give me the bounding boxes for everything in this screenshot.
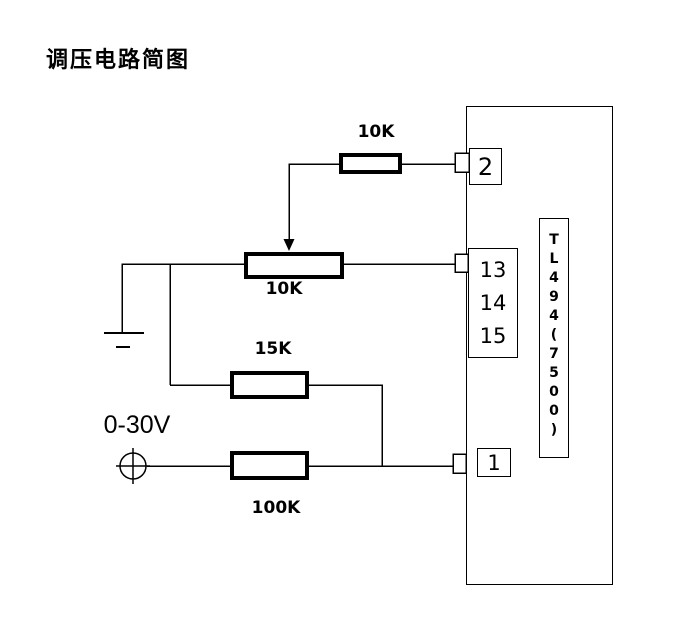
input-terminal-icon (116, 448, 150, 484)
pin-14-number: 14 (479, 291, 507, 315)
resistor-10k-top-label: 10K (357, 122, 395, 142)
wire-pot-to-ground (121, 263, 244, 332)
potentiometer-10k (244, 252, 344, 279)
diagram-title: 调压电路简图 (46, 48, 191, 73)
resistor-15k (230, 371, 309, 399)
pin-group-box: 13 14 15 (468, 248, 518, 358)
wire-15k-to-bottom (309, 384, 383, 466)
input-voltage-label: 0-30V (103, 411, 171, 439)
resistor-100k (230, 451, 309, 480)
pin-13-lead (454, 253, 469, 273)
pin-2-lead (454, 152, 470, 173)
resistor-15k-label: 15K (254, 339, 292, 359)
wiper-arrow-icon (283, 239, 295, 251)
pin-2-number: 2 (477, 152, 494, 181)
resistor-100k-label: 100K (251, 498, 301, 518)
resistor-10k-top (339, 153, 402, 174)
pin-15-number: 15 (479, 324, 507, 348)
potentiometer-10k-label: 10K (265, 279, 303, 299)
ground-icon (104, 331, 144, 349)
pin-1-box: 1 (477, 448, 511, 477)
pin-2-box: 2 (469, 148, 502, 185)
pin-1-lead (452, 453, 467, 474)
pin-1-number: 1 (487, 450, 501, 475)
wire-r-top-to-wiper (288, 163, 340, 240)
ic-body (466, 106, 613, 585)
pin-13-number: 13 (479, 258, 507, 282)
